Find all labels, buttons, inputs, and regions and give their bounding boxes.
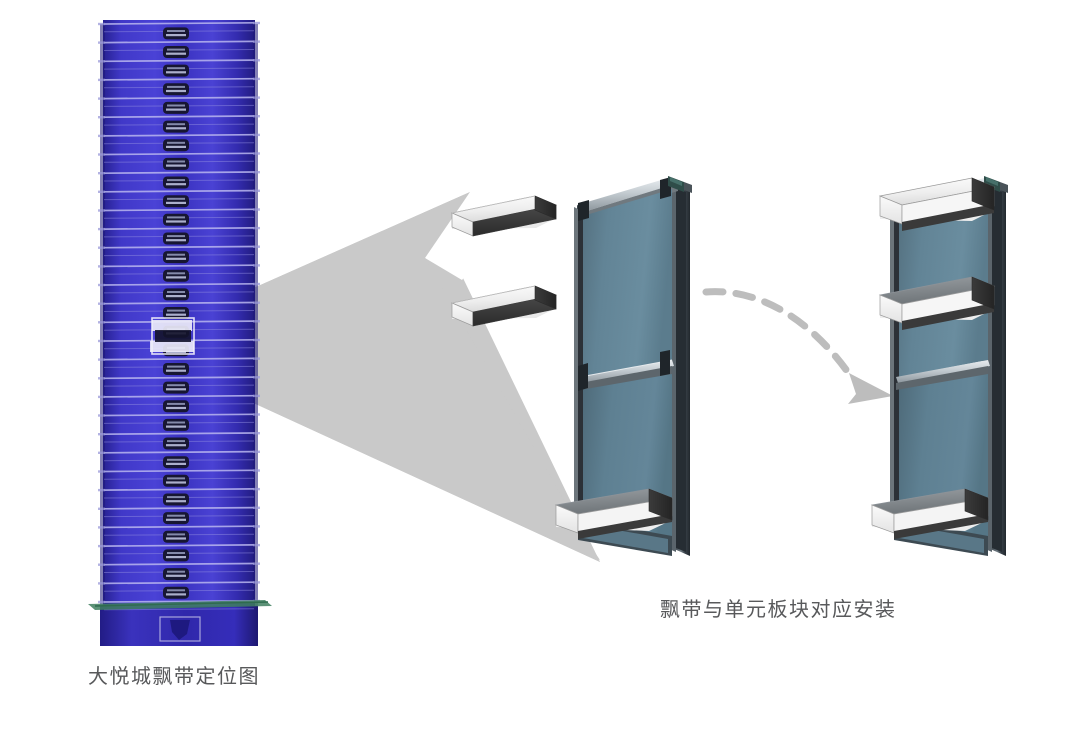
tower-floor-badge bbox=[163, 213, 189, 226]
panel-right-ribbon-middle bbox=[878, 276, 996, 330]
panel-middle-head-rail bbox=[577, 178, 678, 211]
tower-floor-badge bbox=[163, 232, 189, 245]
tower-floor-badge bbox=[163, 195, 189, 208]
panel-right-ribbon-top bbox=[878, 177, 996, 231]
ribbon-detached-2 bbox=[450, 285, 558, 327]
tower-floor-badge bbox=[163, 176, 189, 189]
tower-floor-badge bbox=[163, 493, 189, 506]
tower-floor-badge bbox=[163, 549, 189, 562]
tower-floor-badge bbox=[163, 139, 189, 152]
tower-floor-badge bbox=[163, 456, 189, 469]
tower-floor-badge bbox=[163, 157, 189, 170]
tower-highlight-zone bbox=[150, 317, 195, 355]
tower-floor-badge bbox=[163, 101, 189, 114]
curtain-wall-panel-middle bbox=[554, 176, 692, 556]
tower-floor-badge bbox=[163, 27, 189, 40]
ground-plane-line bbox=[88, 600, 272, 610]
panel-middle-glass-upper bbox=[583, 189, 672, 377]
tower-floor-badge bbox=[163, 437, 189, 450]
tower-floor-badge bbox=[163, 512, 189, 525]
tower-caption: 大悦城飘带定位图 bbox=[88, 666, 260, 688]
assembly-caption: 飘带与单元板块对应安装 bbox=[660, 599, 897, 621]
panel-right-left-frame bbox=[893, 208, 899, 527]
tower-building bbox=[88, 20, 272, 646]
tower-floor-badge bbox=[163, 269, 189, 282]
tower-floor-badge bbox=[163, 381, 189, 394]
tower-floor-badge bbox=[163, 46, 189, 58]
tower-floor-badge bbox=[163, 586, 189, 599]
tower-entrance bbox=[159, 616, 201, 642]
tower-floor-badge bbox=[163, 363, 189, 375]
curtain-wall-panel-right bbox=[870, 176, 1008, 556]
tower-floor-badge bbox=[163, 418, 189, 431]
tower-floor-badge bbox=[163, 307, 189, 319]
tower-floor-badge bbox=[163, 400, 189, 413]
tower-floor-badge bbox=[163, 83, 189, 96]
ribbon-detached-1 bbox=[450, 195, 558, 237]
tower-floor-badge bbox=[163, 120, 189, 133]
tower-floor-badge bbox=[163, 474, 189, 487]
tower-floor-badges bbox=[163, 27, 189, 599]
installation-direction-arrow bbox=[702, 288, 893, 404]
panel-middle-ribbon-bottom bbox=[554, 488, 674, 539]
panel-middle-transom bbox=[580, 360, 674, 383]
tower-floor-badge bbox=[163, 568, 189, 581]
tower-floor-badge bbox=[163, 64, 189, 77]
tower-floor-badge bbox=[163, 288, 189, 301]
tower-floor-badge bbox=[163, 530, 189, 543]
panel-right-ribbon-bottom bbox=[870, 488, 990, 539]
tower-floor-badge bbox=[163, 251, 189, 264]
